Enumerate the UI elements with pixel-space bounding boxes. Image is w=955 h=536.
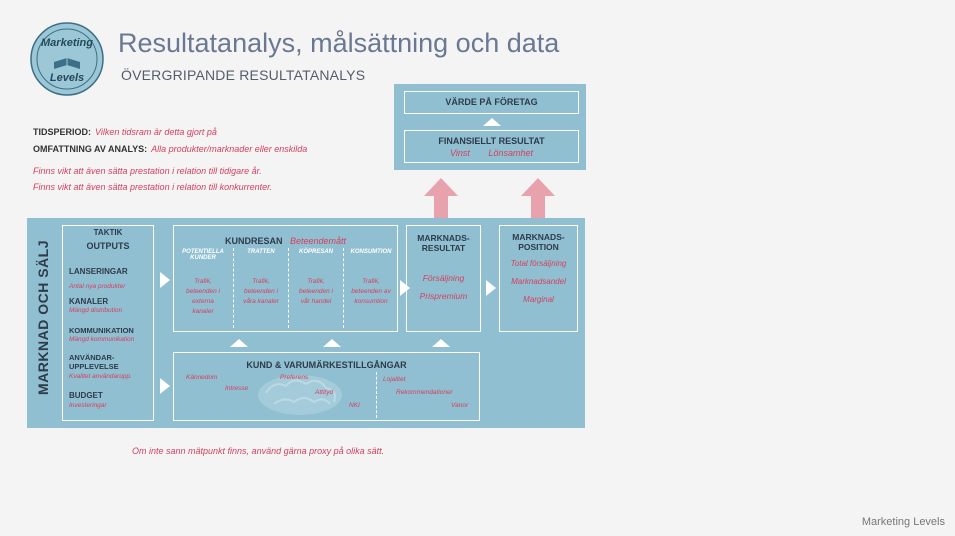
financial-item: Vinst	[450, 148, 470, 158]
journey-column-text: Trafik, beteenden av konsumtion	[351, 278, 391, 305]
logo-bottom-text: Levels	[49, 72, 85, 84]
arrow-right-icon	[160, 272, 170, 288]
tactic-label: KANALER	[69, 297, 109, 306]
journey-column: KÖPRESAN Trafik, beteenden i vår handel	[290, 249, 342, 307]
journey-column-header: KONSUMTION	[350, 249, 392, 255]
side-label: MARKNAD OCH SÄLJ	[35, 240, 51, 395]
assets-title: KUND & VARUMÄRKESTILLGÅNGAR	[246, 360, 407, 370]
page-title: Resultatanalys, målsättning och data	[118, 28, 560, 58]
journey-column-header: POTENTIELLA KUNDER	[182, 249, 224, 261]
arrow-right-icon	[486, 280, 496, 296]
market-result-item: Försäljning	[422, 273, 465, 283]
journey-divider	[288, 248, 289, 328]
market-result-item: Prispremium	[419, 291, 468, 301]
market-position-item: Total försäljning	[510, 259, 567, 268]
journey-divider	[233, 248, 234, 328]
tactic-sub: Mängd kommunikation	[69, 336, 135, 343]
journey-column: KONSUMTION Trafik, beteenden av konsumti…	[345, 249, 397, 307]
tactic-item: KANALER Mängd distribution	[69, 297, 122, 314]
market-position-title-1: MARKNADS-	[512, 232, 565, 242]
value-title: VÄRDE PÅ FÖRETAG	[445, 97, 538, 107]
value-box: VÄRDE PÅ FÖRETAG	[404, 91, 579, 114]
tactic-item: ANVÄNDAR- UPPLEVELSE Kvalitet användarup…	[69, 353, 132, 380]
journey-column-text: Trafik, beteenden i våra kanaler	[243, 278, 279, 305]
brain-icon	[258, 375, 342, 415]
financial-box: FINANSIELLT RESULTAT Vinst Lönsamhet	[404, 130, 579, 163]
scope-value: Alla produkter/marknader eller enskilda	[151, 144, 308, 154]
arrow-right-icon	[400, 280, 410, 296]
scope-label: OMFATTNING AV ANALYS:	[33, 144, 148, 154]
journey-column-text: Trafik, beteenden i externa kanaler	[186, 278, 220, 315]
tactic-sub: Mängd distribution	[69, 307, 123, 314]
asset-item: NKI	[349, 402, 360, 409]
arrow-up-icon	[323, 339, 341, 347]
tactic-item: LANSERINGAR Antal nya produkter	[69, 267, 128, 290]
tactic-item: BUDGET Investeringar	[69, 391, 107, 409]
journey-column-header: KÖPRESAN	[298, 249, 333, 255]
asset-item: Lojalitet	[383, 376, 406, 383]
tactics-box: TAKTIK OUTPUTS	[62, 225, 154, 421]
page-subtitle: ÖVERGRIPANDE RESULTATANALYS	[121, 67, 366, 83]
logo-emblem	[30, 22, 104, 96]
arrow-up-icon	[483, 118, 501, 126]
arrow-up-icon	[432, 339, 450, 347]
tactic-sub: Antal nya produkter	[69, 283, 126, 290]
journey-column-header: TRATTEN	[247, 249, 275, 255]
period-value: Vilken tidsram är detta gjort på	[95, 127, 217, 137]
meta-period: TIDSPERIOD:Vilken tidsram är detta gjort…	[33, 122, 217, 140]
up-arrow-icon	[424, 178, 458, 222]
meta-scope: OMFATTNING AV ANALYS:Alla produkter/mark…	[33, 139, 307, 157]
journey-column-text: Trafik, beteenden i vår handel	[299, 278, 333, 305]
market-position-box: MARKNADS- POSITION Total försäljning Mar…	[499, 225, 578, 332]
tactic-label: BUDGET	[69, 391, 103, 400]
journey-title: KUNDRESAN	[224, 236, 283, 246]
period-label: TIDSPERIOD:	[33, 127, 92, 137]
financial-item: Lönsamhet	[488, 148, 533, 158]
logo-top-text: Marketing	[41, 37, 93, 49]
tactic-label: LANSERINGAR	[69, 267, 128, 276]
tactic-label: ANVÄNDAR-	[69, 353, 115, 362]
assets-box: KUND & VARUMÄRKESTILLGÅNGAR	[173, 352, 480, 421]
tactic-label: KOMMUNIKATION	[69, 326, 134, 335]
journey-column: TRATTEN Trafik, beteenden i våra kanaler	[235, 249, 287, 307]
financial-title: FINANSIELLT RESULTAT	[438, 136, 545, 146]
up-arrow-icon	[521, 178, 555, 222]
asset-item: Rekommendationer	[396, 389, 453, 396]
note-previous-years: Finns vikt att även sätta prestation i r…	[33, 166, 262, 176]
market-position-title-2: POSITION	[518, 242, 559, 252]
logo: Marketing Levels	[30, 22, 104, 96]
tactic-label-2: UPPLEVELSE	[69, 362, 119, 371]
market-position-item: Marknadsandel	[511, 277, 566, 286]
financial-panel	[394, 84, 586, 170]
asset-item: Vanor	[451, 402, 469, 409]
market-result-box: MARKNADS- RESULTAT Försäljning Prispremi…	[406, 225, 481, 332]
arrow-up-icon	[230, 339, 248, 347]
journey-title-note: Beteendemått	[289, 236, 346, 246]
tactic-item: KOMMUNIKATION Mängd kommunikation	[69, 326, 134, 343]
assets-divider	[376, 372, 377, 418]
asset-item: Kännedom	[186, 374, 218, 381]
tactics-title: TAKTIK	[93, 228, 123, 237]
tactic-sub: Kvalitet användarupp.	[69, 373, 132, 380]
tactic-sub: Investeringar	[69, 402, 107, 409]
asset-item: Attityd	[315, 389, 334, 396]
proxy-note: Om inte sann mätpunkt finns, använd gärn…	[132, 446, 385, 456]
market-result-title-2: RESULTAT	[421, 243, 466, 253]
market-result-title-1: MARKNADS-	[417, 233, 470, 243]
journey-box: KUNDRESAN Beteendemått	[173, 225, 398, 332]
footer-brand: Marketing Levels	[861, 516, 945, 528]
arrow-right-icon	[160, 378, 170, 394]
market-position-item: Marginal	[523, 295, 554, 304]
note-competitors: Finns vikt att även sätta prestation i r…	[33, 182, 273, 192]
tactics-subtitle: OUTPUTS	[86, 241, 130, 251]
journey-column: POTENTIELLA KUNDER Trafik, beteenden i e…	[176, 249, 230, 317]
asset-item: Intresse	[225, 385, 249, 392]
asset-item: Preferens	[280, 374, 309, 381]
journey-divider	[343, 248, 344, 328]
